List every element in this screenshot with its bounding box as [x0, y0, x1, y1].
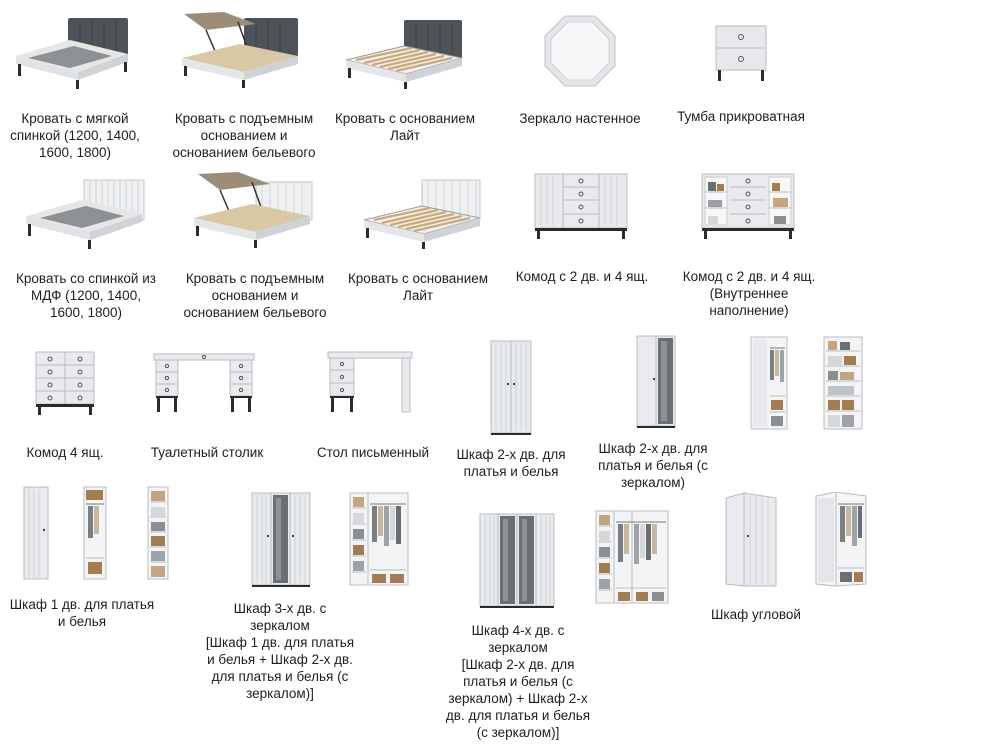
vanity-table-icon	[152, 352, 256, 414]
wardrobe-two-door-icon	[490, 340, 532, 436]
dresser-open-shelves-icon	[700, 172, 796, 240]
product-caption: Кровать с подъемным основанием и основан…	[172, 111, 316, 160]
product-caption: Кровать с основанием Лайт	[347, 271, 489, 303]
bed-slatted-mdf-icon	[360, 178, 484, 250]
nightstand-icon	[714, 24, 768, 82]
wardrobe-mirror-icon	[636, 335, 676, 429]
bed-mdf-headboard-icon	[22, 178, 146, 250]
wardrobe-interior-icon	[748, 336, 864, 432]
bed-lift-mdf-icon	[190, 172, 314, 250]
product-caption: Шкаф 1 дв. для платья и белья	[9, 597, 155, 629]
product-caption: Комод 4 ящ.	[26, 445, 104, 460]
product-caption: Комод с 2 дв. и 4 ящ.	[515, 269, 649, 284]
wardrobe-three-door-icon	[250, 492, 410, 588]
bed-slatted-upholstered-icon	[342, 16, 466, 90]
product-caption: Комод с 2 дв. и 4 ящ. (Внутреннее наполн…	[682, 269, 816, 318]
octagon-mirror-icon	[543, 14, 617, 88]
bed-lift-upholstered-icon	[178, 10, 302, 90]
product-caption: Стол письменный	[316, 445, 430, 460]
product-caption: Шкаф 4-х дв. с зеркалом [Шкаф 2-х дв. дл…	[445, 623, 591, 740]
dresser-doors-drawers-icon	[533, 172, 629, 240]
product-caption: Кровать с подъемным основанием и основан…	[183, 271, 327, 320]
product-caption: Туалетный столик	[150, 445, 264, 460]
product-caption: Кровать с мягкой спинкой (1200, 1400, 16…	[10, 111, 140, 160]
chest-of-drawers-icon	[34, 350, 96, 416]
product-caption: Шкаф 3-х дв. с зеркалом [Шкаф 1 дв. для …	[205, 601, 355, 701]
writing-desk-icon	[326, 350, 414, 414]
product-caption: Кровать со спинкой из МДФ (1200, 1400, 1…	[16, 271, 156, 320]
bed-soft-headboard-icon	[8, 14, 132, 90]
product-caption: Зеркало настенное	[519, 111, 641, 126]
product-caption: Шкаф угловой	[711, 607, 801, 622]
product-caption: Тумба прикроватная	[677, 109, 805, 124]
product-caption: Шкаф 2-х дв. для платья и белья	[456, 447, 566, 479]
wardrobe-four-door-icon	[478, 510, 672, 608]
product-caption: Шкаф 2-х дв. для платья и белья (с зерка…	[598, 441, 708, 490]
corner-wardrobe-icon	[724, 492, 868, 588]
product-caption: Кровать с основанием Лайт	[334, 111, 476, 143]
wardrobe-single-icon	[20, 486, 170, 582]
